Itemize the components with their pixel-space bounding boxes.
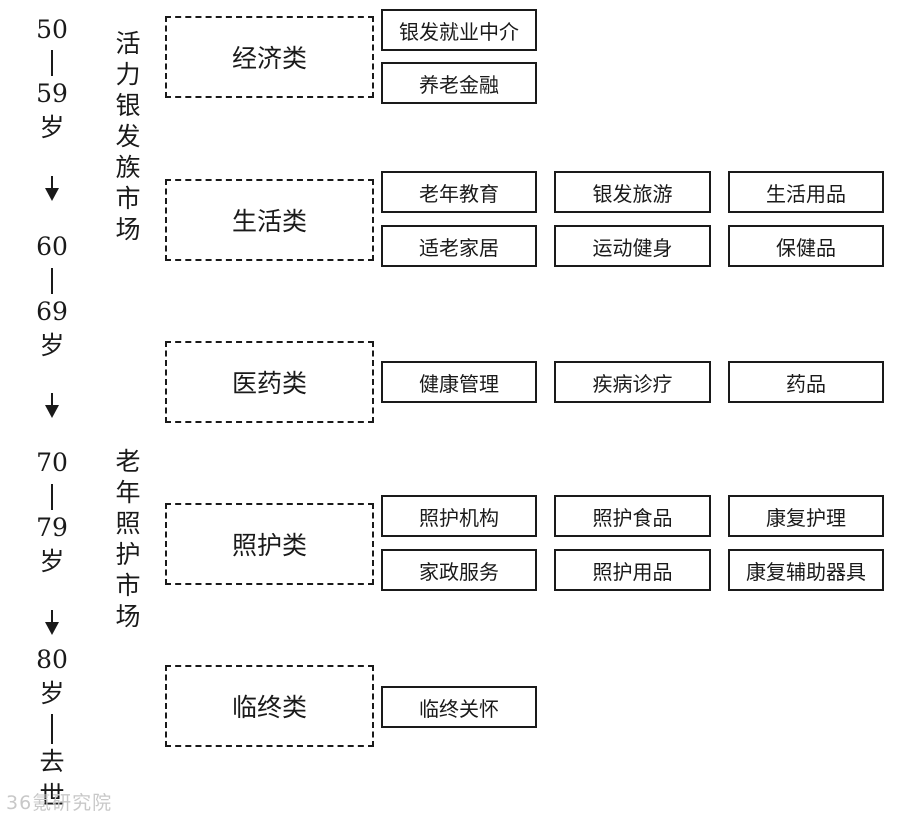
item-health-products: 保健品 [728,225,884,267]
item-diagnosis: 疾病诊疗 [554,361,711,403]
item-fitness: 运动健身 [554,225,711,267]
timeline-dash [51,484,53,510]
item-daily-goods: 生活用品 [728,171,884,213]
item-silver-travel: 银发旅游 [554,171,711,213]
age-80: 80 [36,645,68,674]
category-hospice: 临终类 [165,665,374,747]
down-arrow-icon [45,176,59,201]
age-sui: 岁 [39,679,65,708]
age-59: 59 [36,79,68,108]
age-sui: 岁 [39,547,65,576]
age-death-1: 去 [39,747,65,776]
item-housekeeping: 家政服务 [381,549,537,591]
age-69: 69 [36,297,68,326]
category-medical: 医药类 [165,341,374,423]
watermark: 36氪研究院 [6,792,113,814]
item-hospice-care: 临终关怀 [381,686,537,728]
down-arrow-icon [45,610,59,635]
age-death-2: 世 [39,781,65,810]
silver-market-char: 力 [115,60,141,89]
item-care-food: 照护食品 [554,495,711,537]
item-elder-home: 适老家居 [381,225,537,267]
timeline-dash [51,268,53,294]
care-market-char: 照 [115,509,141,538]
care-market-char: 市 [115,571,141,600]
category-life: 生活类 [165,179,374,261]
silver-market-char: 族 [115,153,141,182]
age-60: 60 [36,232,68,261]
age-sui: 岁 [39,113,65,142]
care-market-char: 年 [115,478,141,507]
item-medicine: 药品 [728,361,884,403]
down-arrow-icon [45,393,59,418]
item-elder-education: 老年教育 [381,171,537,213]
silver-market-char: 发 [115,122,141,151]
age-sui: 岁 [39,331,65,360]
item-health-management: 健康管理 [381,361,537,403]
item-care-institution: 照护机构 [381,495,537,537]
care-market-char: 护 [115,540,141,569]
category-economy: 经济类 [165,16,374,98]
item-care-supplies: 照护用品 [554,549,711,591]
care-market-char: 场 [115,602,141,631]
item-rehab-nursing: 康复护理 [728,495,884,537]
age-70: 70 [36,448,68,477]
care-market-char: 老 [115,447,141,476]
silver-market-char: 场 [115,215,141,244]
silver-market-char: 市 [115,184,141,213]
category-care: 照护类 [165,503,374,585]
item-pension-finance: 养老金融 [381,62,537,104]
item-silver-employment: 银发就业中介 [381,9,537,51]
age-79: 79 [36,513,68,542]
silver-market-char: 活 [115,29,141,58]
silver-market-char: 银 [115,91,141,120]
timeline-dash [51,714,53,744]
age-50: 50 [36,15,68,44]
item-rehab-aids: 康复辅助器具 [728,549,884,591]
timeline-dash [51,50,53,76]
